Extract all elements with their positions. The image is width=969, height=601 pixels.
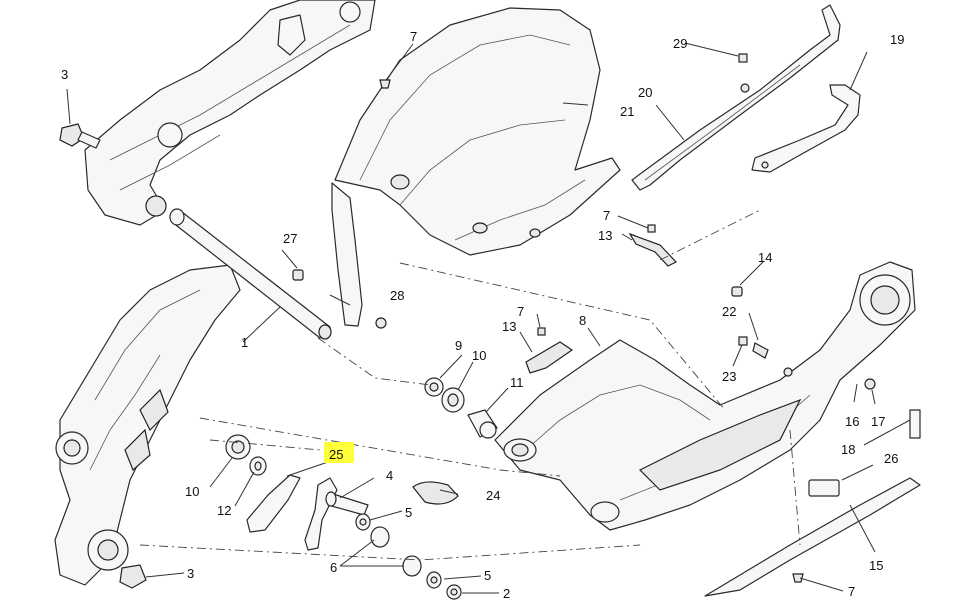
part-21-mudguard — [331, 7, 621, 327]
part-23-screw — [738, 336, 748, 346]
part-14-screw — [731, 286, 743, 297]
callout-17: 17 — [871, 414, 885, 429]
callout-5-upper: 5 — [405, 505, 412, 520]
callout-11: 11 — [510, 375, 524, 390]
part-19-bracket — [751, 84, 861, 173]
part-3-bolt-upper — [59, 123, 101, 149]
part-28-nut — [375, 317, 387, 329]
part-7-screw-top — [379, 79, 391, 89]
part-29-screw — [738, 53, 748, 63]
callout-27: 27 — [283, 231, 297, 246]
callout-13-lower: 13 — [502, 319, 516, 334]
callout-20: 20 — [638, 85, 652, 100]
part-18-stud — [909, 409, 921, 439]
callout-7-bracket: 7 — [603, 208, 610, 223]
part-5-washer-upper — [355, 513, 371, 531]
callout-3-upper: 3 — [61, 67, 68, 82]
part-2-washer — [446, 584, 462, 600]
part-8-swingarm — [494, 261, 916, 531]
highlight-marker — [324, 442, 354, 463]
part-24-cover — [412, 481, 459, 505]
callout-10-left: 10 — [185, 484, 199, 499]
leader-lines — [66, 42, 911, 594]
callout-7-top: 7 — [410, 29, 417, 44]
part-25-chain-slider-plate — [246, 474, 338, 551]
part-3-bolt-lower — [119, 564, 147, 589]
callout-19: 19 — [890, 32, 904, 47]
callout-labels: 1 2 3 3 4 5 5 6 7 7 7 7 8 9 10 10 11 12 … — [61, 29, 904, 601]
part-1-shaft — [169, 208, 332, 340]
part-13-bracket-lower — [525, 327, 574, 374]
callout-12: 12 — [217, 503, 231, 518]
callout-13-upper: 13 — [598, 228, 612, 243]
callout-2: 2 — [503, 586, 510, 601]
callout-25: 25 — [329, 447, 343, 462]
part-6-bush-upper — [370, 526, 390, 548]
callout-6: 6 — [330, 560, 337, 575]
part-15-chain-slider — [704, 477, 921, 597]
callout-18: 18 — [841, 442, 855, 457]
callout-24: 24 — [486, 488, 500, 503]
part-10-bushing-left — [225, 434, 251, 460]
frame-upper — [84, 0, 376, 226]
callout-5-lower: 5 — [484, 568, 491, 583]
callout-29: 29 — [673, 36, 687, 51]
callout-14: 14 — [758, 250, 772, 265]
part-26-clip — [808, 479, 840, 497]
part-22-bolt — [752, 342, 769, 359]
callout-16: 16 — [845, 414, 859, 429]
callout-4: 4 — [386, 468, 393, 483]
part-5-washer-lower — [426, 571, 442, 589]
part-9-spacer — [424, 377, 444, 397]
part-10-bushing-right — [441, 387, 465, 413]
callout-22: 22 — [722, 304, 736, 319]
callout-8: 8 — [579, 313, 586, 328]
callout-28: 28 — [390, 288, 404, 303]
part-27-screw — [292, 269, 304, 281]
part-12-washer — [249, 456, 267, 476]
callout-7-mid: 7 — [517, 304, 524, 319]
part-20-chain-guard — [631, 4, 841, 191]
part-11-sleeve — [467, 409, 498, 439]
callout-26: 26 — [884, 451, 898, 466]
callout-10-right: 10 — [472, 348, 486, 363]
callout-1: 1 — [241, 335, 248, 350]
part-17-nut — [864, 378, 876, 390]
callout-3-lower: 3 — [187, 566, 194, 581]
callout-15: 15 — [869, 558, 883, 573]
part-7-screw-bottom — [792, 573, 804, 583]
assembly-axis-lines — [139, 209, 801, 561]
callout-21: 21 — [620, 104, 634, 119]
callout-23: 23 — [722, 369, 736, 384]
part-13-bracket-upper — [628, 224, 677, 267]
part-4-pin — [325, 491, 369, 516]
callout-7-bottom: 7 — [848, 584, 855, 599]
frame-lower — [54, 264, 241, 586]
callout-9: 9 — [455, 338, 462, 353]
